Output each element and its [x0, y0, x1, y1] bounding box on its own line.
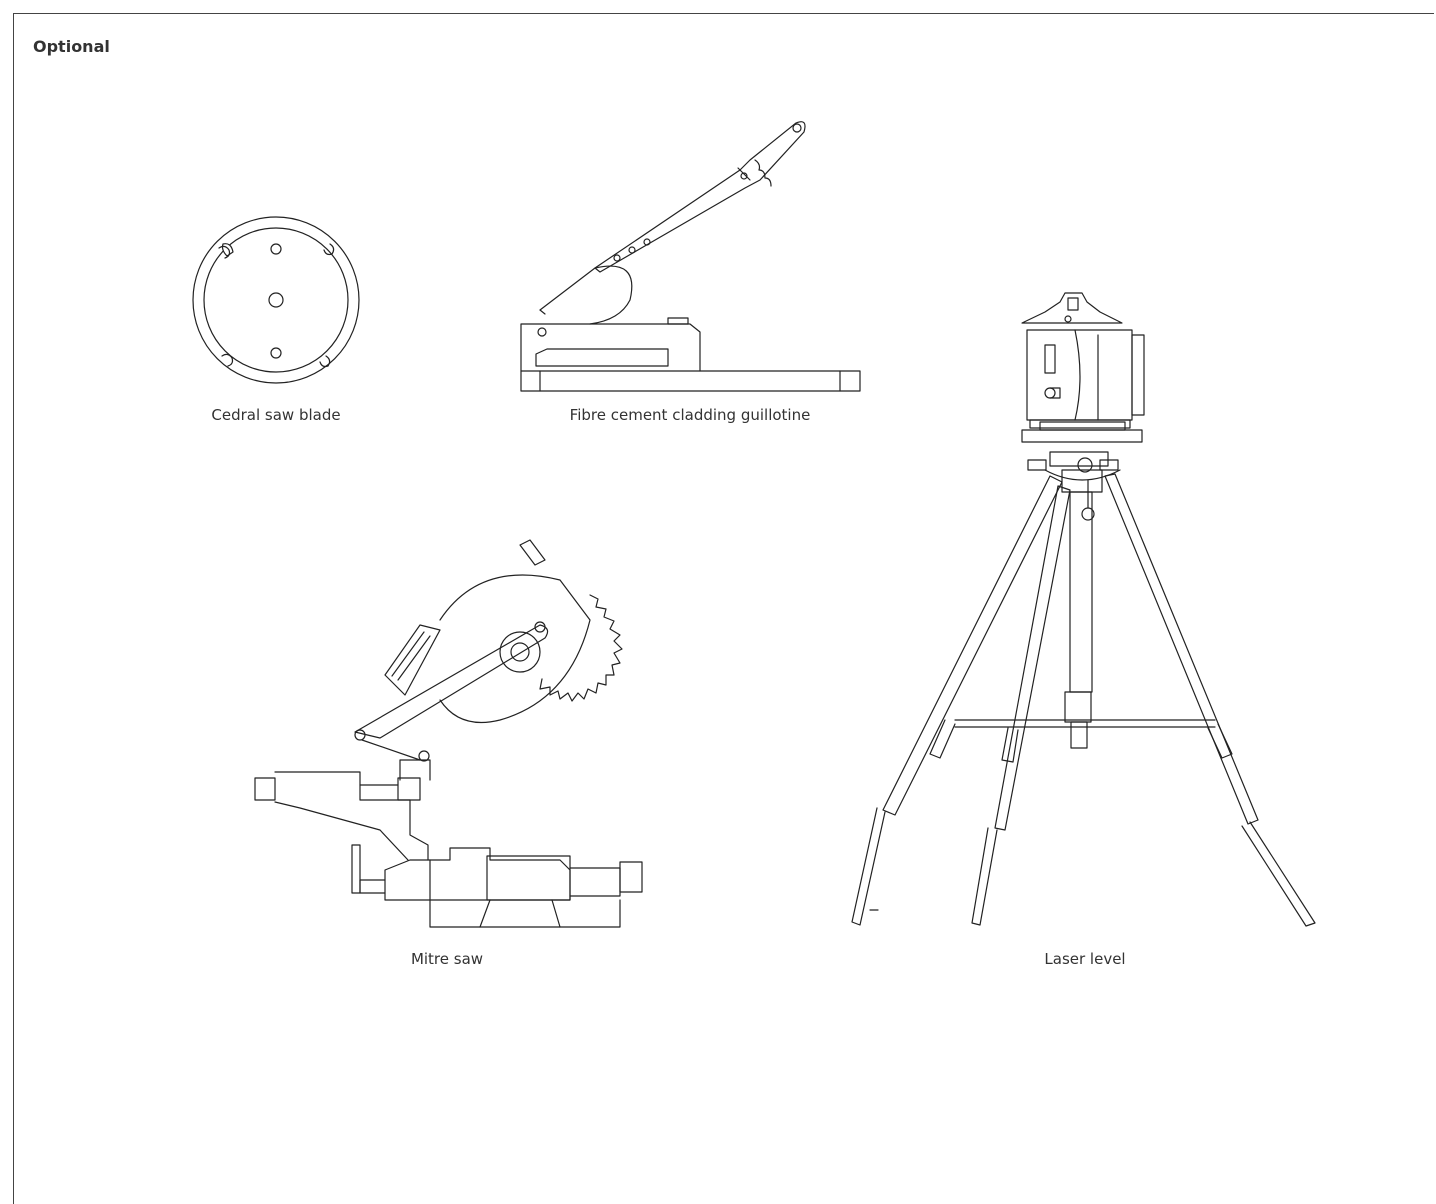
guillotine-icon: [520, 121, 861, 392]
saw-blade-icon: [192, 216, 360, 384]
laser-level-icon: [851, 292, 1316, 927]
caption-laser-level: Laser level: [1044, 950, 1126, 968]
panel-frame: [13, 13, 1434, 1204]
caption-mitre-saw: Mitre saw: [410, 950, 484, 968]
mitre-saw-icon: [254, 539, 643, 928]
caption-guillotine: Fibre cement cladding guillotine: [569, 406, 811, 424]
section-heading: Optional: [33, 37, 110, 56]
caption-saw-blade: Cedral saw blade: [211, 406, 341, 424]
